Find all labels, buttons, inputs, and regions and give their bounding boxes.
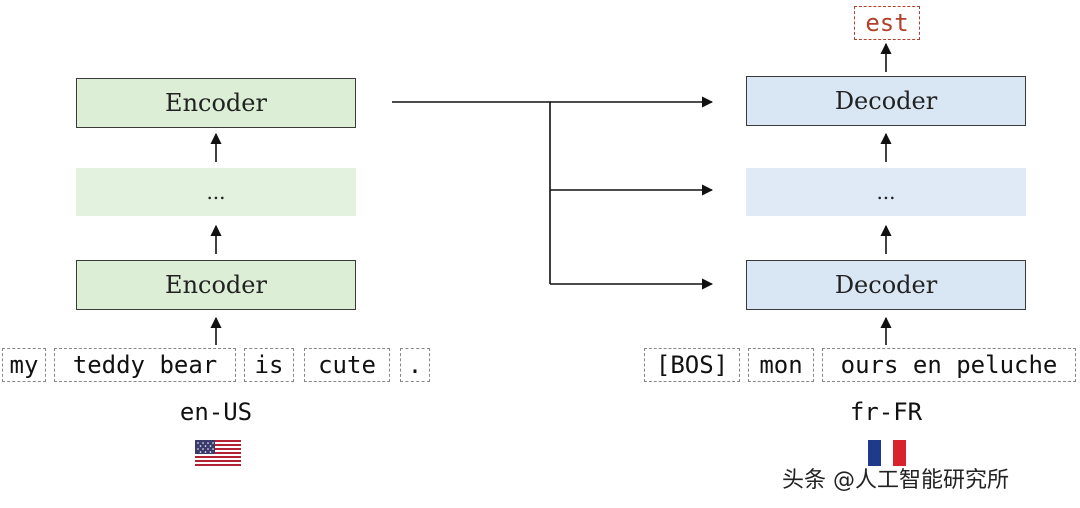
source-token: teddy bear [54, 348, 236, 382]
decoder-block-middle: ... [746, 168, 1026, 216]
encoder-block-top: Encoder [76, 78, 356, 128]
encoder-bottom-label: Encoder [165, 271, 267, 299]
source-token-text: my [9, 351, 39, 379]
encoder-block-middle: ... [76, 168, 356, 216]
target-token-text: mon [759, 351, 803, 379]
decoder-block-bottom: Decoder [746, 260, 1026, 310]
decoder-top-label: Decoder [834, 87, 938, 115]
us-flag-icon [195, 440, 241, 466]
decoder-block-top: Decoder [746, 76, 1026, 126]
source-token: . [400, 348, 430, 382]
source-token-text: . [407, 351, 423, 379]
decoder-bottom-label: Decoder [834, 271, 938, 299]
source-language-label: en-US [179, 398, 253, 426]
source-token-text: teddy bear [72, 351, 218, 379]
encoder-middle-label: ... [206, 180, 226, 204]
output-token-text: est [865, 9, 909, 37]
target-token: ours en peluche [822, 348, 1076, 382]
source-token: cute [304, 348, 390, 382]
watermark-text: 头条 @人工智能研究所 [782, 468, 1009, 493]
source-token: my [2, 348, 46, 382]
source-token-text: is [254, 351, 284, 379]
encoder-top-label: Encoder [165, 89, 267, 117]
target-token-text: [BOS] [655, 351, 729, 379]
encoder-decoder-link [392, 101, 551, 284]
target-language-label: fr-FR [849, 398, 923, 426]
encoder-block-bottom: Encoder [76, 260, 356, 310]
france-flag-icon [868, 440, 906, 466]
decoder-middle-label: ... [876, 180, 896, 204]
output-token: est [854, 6, 920, 40]
target-token: mon [748, 348, 814, 382]
target-token: [BOS] [644, 348, 740, 382]
source-token-text: cute [318, 351, 376, 379]
target-token-text: ours en peluche [840, 351, 1058, 379]
source-token: is [244, 348, 294, 382]
